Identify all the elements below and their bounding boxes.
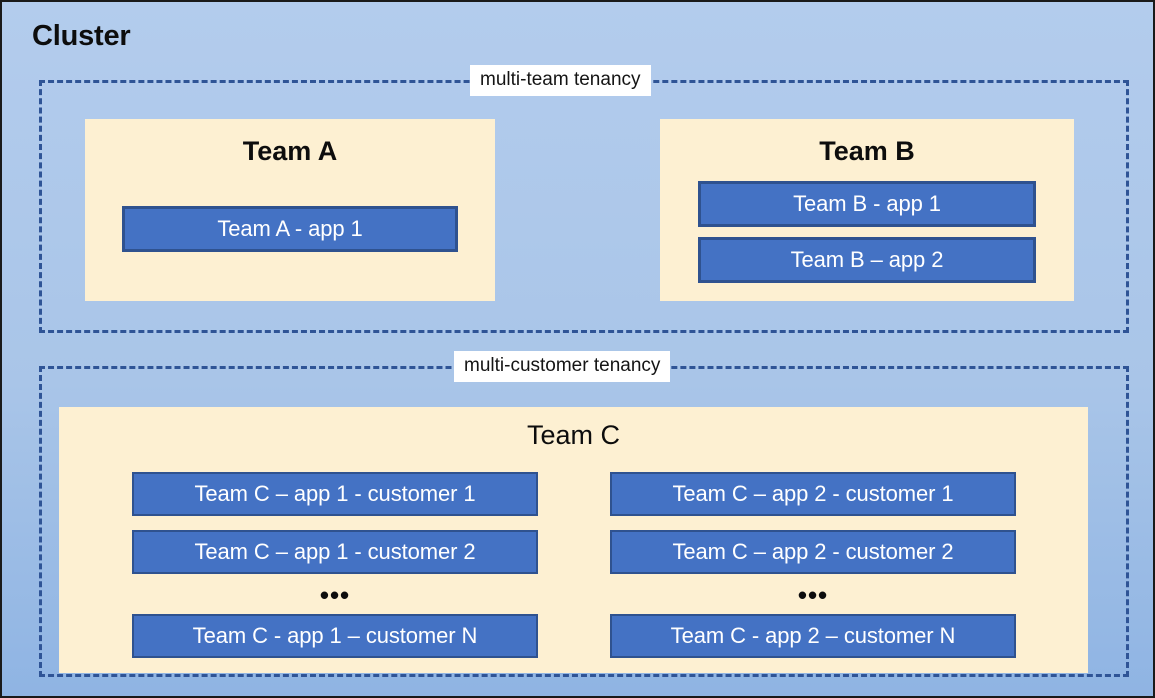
app-box-team-c-app-2-customer-n[interactable]: Team C - app 2 – customer N <box>610 614 1016 658</box>
app-box-team-b-app-1[interactable]: Team B - app 1 <box>698 181 1036 227</box>
app-box-team-b-app-2[interactable]: Team B – app 2 <box>698 237 1036 283</box>
team-b-container: Team B Team B - app 1 Team B – app 2 <box>660 119 1074 301</box>
app-box-team-c-app-1-customer-n[interactable]: Team C - app 1 – customer N <box>132 614 538 658</box>
team-b-title: Team B <box>819 136 915 166</box>
team-a-title: Team A <box>242 136 338 166</box>
app-box-team-a-app-1[interactable]: Team A - app 1 <box>122 206 458 252</box>
team-c-container: Team C Team C – app 1 - customer 1 Team … <box>59 407 1088 673</box>
app-box-team-c-app-1-customer-1[interactable]: Team C – app 1 - customer 1 <box>132 472 538 516</box>
app-box-team-c-app-2-customer-1[interactable]: Team C – app 2 - customer 1 <box>610 472 1016 516</box>
app-box-team-c-app-2-customer-2[interactable]: Team C – app 2 - customer 2 <box>610 530 1016 574</box>
multi-team-tenancy-label: multi-team tenancy <box>470 65 651 96</box>
ellipsis-team-c-app-1: ••• <box>319 580 351 610</box>
multi-customer-tenancy-label: multi-customer tenancy <box>454 351 671 382</box>
app-box-team-c-app-1-customer-2[interactable]: Team C – app 1 - customer 2 <box>132 530 538 574</box>
ellipsis-team-c-app-2: ••• <box>797 580 829 610</box>
page-title: Cluster <box>32 20 131 52</box>
team-c-title: Team C <box>526 420 621 450</box>
team-a-container: Team A Team A - app 1 <box>85 119 495 301</box>
